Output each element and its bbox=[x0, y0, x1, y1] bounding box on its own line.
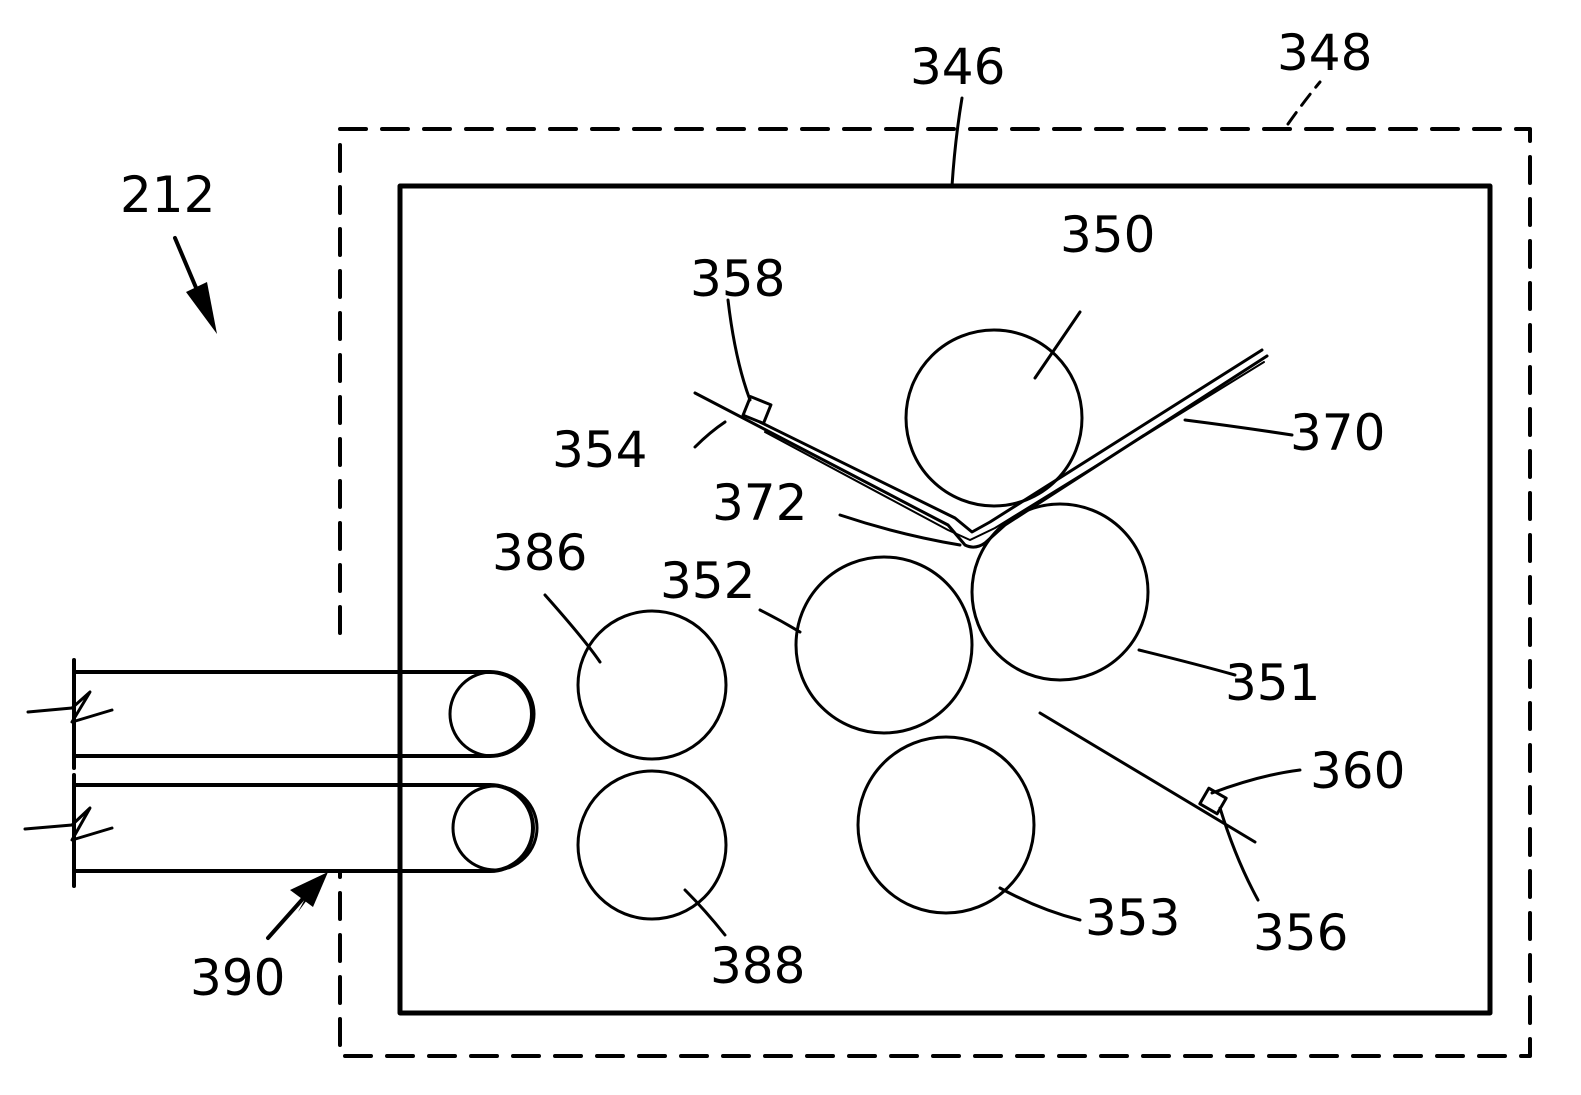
label-351: 351 bbox=[1225, 654, 1320, 712]
housing-346 bbox=[400, 186, 1490, 1013]
label-352: 352 bbox=[660, 552, 755, 610]
label-388: 388 bbox=[710, 937, 805, 995]
label-360: 360 bbox=[1310, 742, 1405, 800]
arrow-212 bbox=[175, 238, 217, 334]
label-348: 348 bbox=[1277, 24, 1372, 82]
label-356: 356 bbox=[1253, 904, 1348, 962]
enclosure-348-dashed bbox=[340, 129, 1530, 1056]
label-358: 358 bbox=[690, 250, 785, 308]
label-212: 212 bbox=[120, 166, 215, 224]
roller-353 bbox=[858, 737, 1034, 913]
label-354: 354 bbox=[552, 421, 647, 479]
roller-352 bbox=[796, 557, 972, 733]
wiper-blade-356 bbox=[1040, 713, 1255, 842]
roller-388 bbox=[578, 771, 726, 919]
label-353: 353 bbox=[1085, 889, 1180, 947]
arrow-390 bbox=[268, 872, 328, 938]
label-350: 350 bbox=[1060, 206, 1155, 264]
label-370: 370 bbox=[1290, 404, 1385, 462]
belt-conveyor-390 bbox=[25, 660, 537, 886]
label-386: 386 bbox=[492, 524, 587, 582]
label-372: 372 bbox=[712, 474, 807, 532]
roller-386 bbox=[578, 611, 726, 759]
label-390: 390 bbox=[190, 949, 285, 1007]
reference-labels: 212 346 348 350 351 352 353 354 356 358 … bbox=[120, 24, 1405, 1007]
label-346: 346 bbox=[910, 38, 1005, 96]
